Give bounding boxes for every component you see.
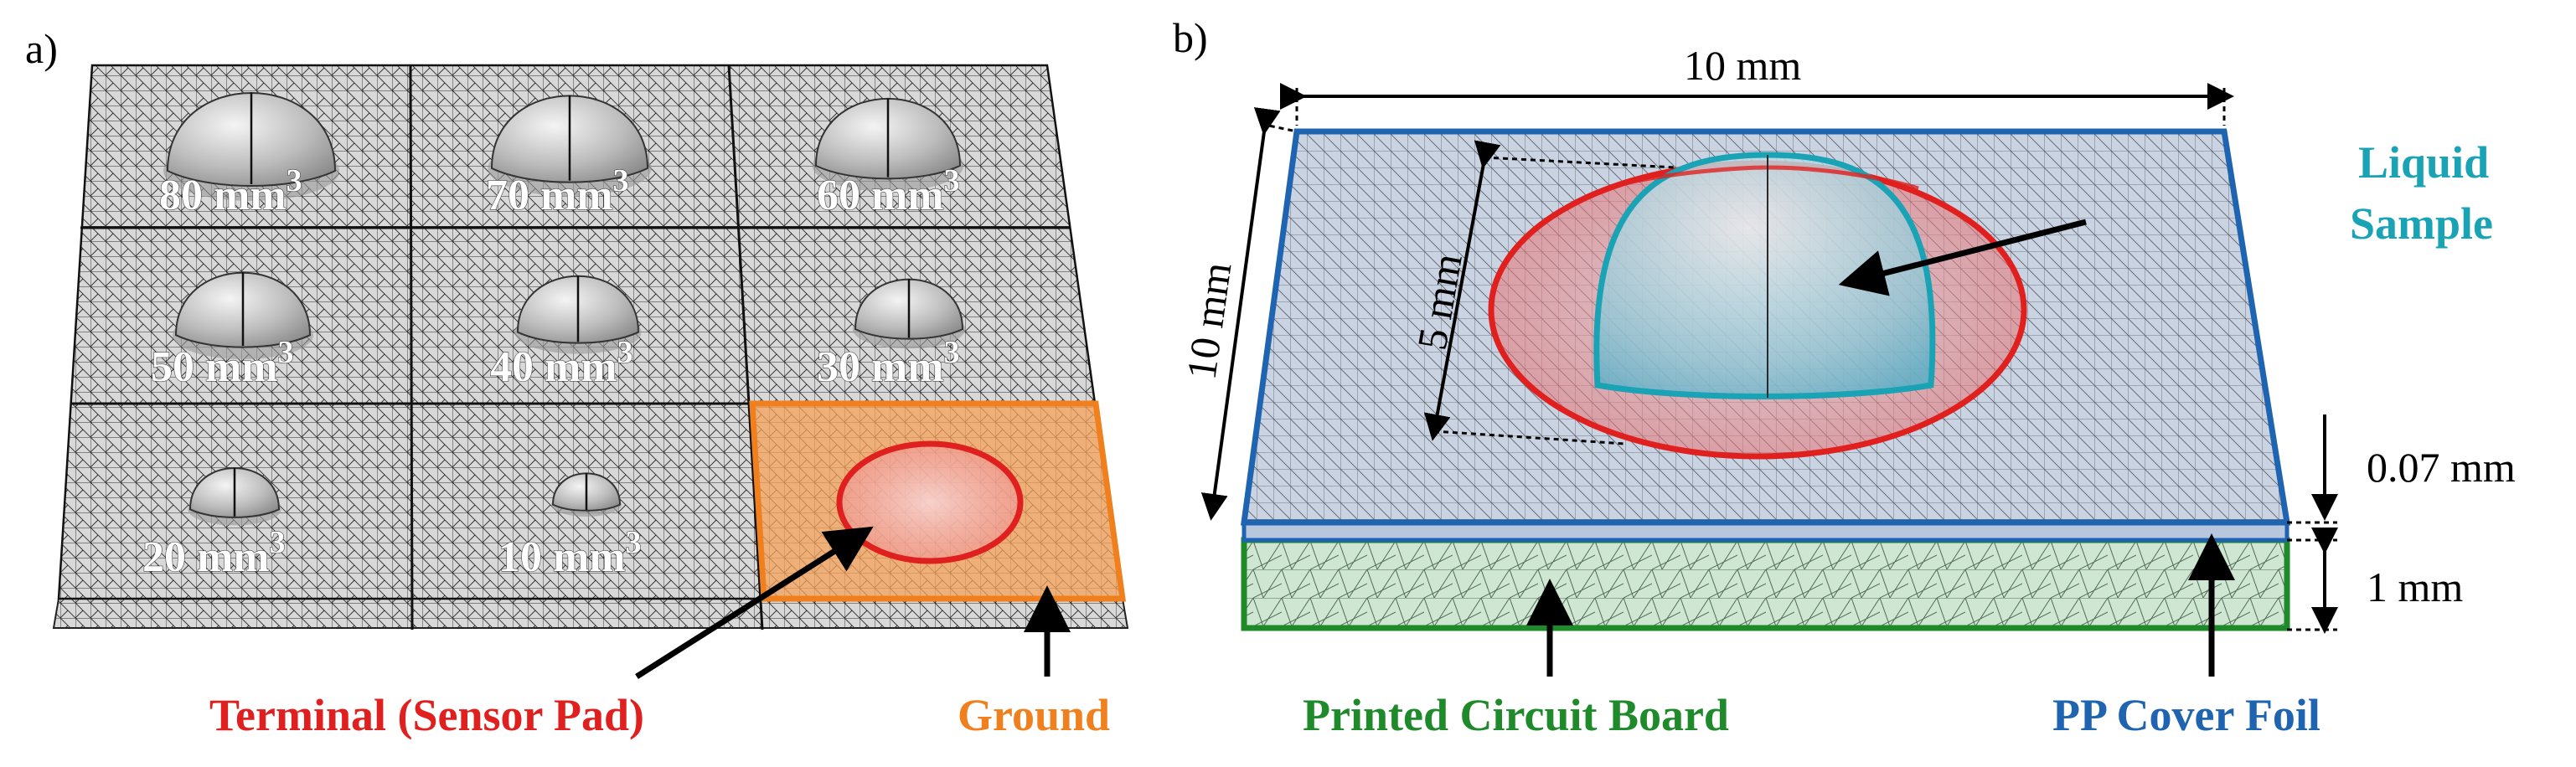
width-dimension-label: 10 mm (1684, 42, 1801, 89)
foil-label: PP Cover Foil (2052, 690, 2320, 740)
droplet-dome (812, 97, 964, 192)
array-slab-edge (52, 598, 1129, 629)
volume-label: 70 mm3 (486, 163, 629, 219)
liquid-label-line2: Sample (2350, 198, 2493, 249)
tile-divider (409, 64, 414, 631)
dome-group (163, 92, 966, 526)
board-thickness-label: 1 mm (2367, 564, 2463, 610)
volume-labels: 80 mm3 70 mm3 60 mm3 50 mm3 40 mm3 30 mm3 20 m… (142, 162, 960, 581)
liquid-arrow (1838, 219, 2087, 296)
sensor-dimension-line (1423, 140, 1501, 441)
droplet-dome (514, 275, 642, 354)
panel-b-label: b) (1173, 14, 1208, 61)
pcb-label: Printed Circuit Board (1303, 690, 1729, 740)
liquid-sample-dome (1593, 152, 1936, 399)
tile-divider (727, 64, 764, 631)
terminal-label: Terminal (Sensor Pad) (209, 690, 644, 740)
volume-label: 40 mm3 (490, 335, 633, 391)
droplet-dome (163, 92, 339, 201)
volume-label: 60 mm3 (817, 163, 960, 219)
volume-label: 20 mm3 (142, 525, 286, 581)
droplet-dome (488, 95, 652, 197)
droplet-dome (551, 472, 622, 517)
liquid-label-line1: Liquid (2358, 137, 2489, 188)
volume-label: 30 mm3 (817, 335, 960, 391)
depth-dimension-line (1200, 107, 1281, 521)
panel-a-sensor-array: 80 mm3 70 mm3 60 mm3 50 mm3 40 mm3 30 mm3 20 m… (52, 64, 1129, 740)
droplet-dome (188, 467, 281, 526)
foil-thickness-label: 0.07 mm (2367, 444, 2516, 491)
terminal-arrow (635, 526, 874, 679)
sensor-extension (1484, 156, 1676, 169)
sensor-extension (1433, 430, 1626, 445)
terminal-pad (836, 440, 1024, 564)
pcb-layer (1241, 537, 2290, 631)
droplet-dome (173, 272, 313, 360)
panel-a-label: a) (25, 25, 58, 72)
panel-b-cross-section: 10 mm 10 mm 5 mm 0.07 mm 1 mm Liquid Sam… (1177, 42, 2515, 740)
volume-label: 80 mm3 (159, 163, 302, 219)
droplet-dome (852, 278, 966, 349)
depth-extension (1260, 122, 1298, 133)
volume-label: 50 mm3 (151, 335, 294, 391)
ground-label: Ground (958, 690, 1110, 740)
volume-label: 10 mm3 (498, 525, 642, 581)
